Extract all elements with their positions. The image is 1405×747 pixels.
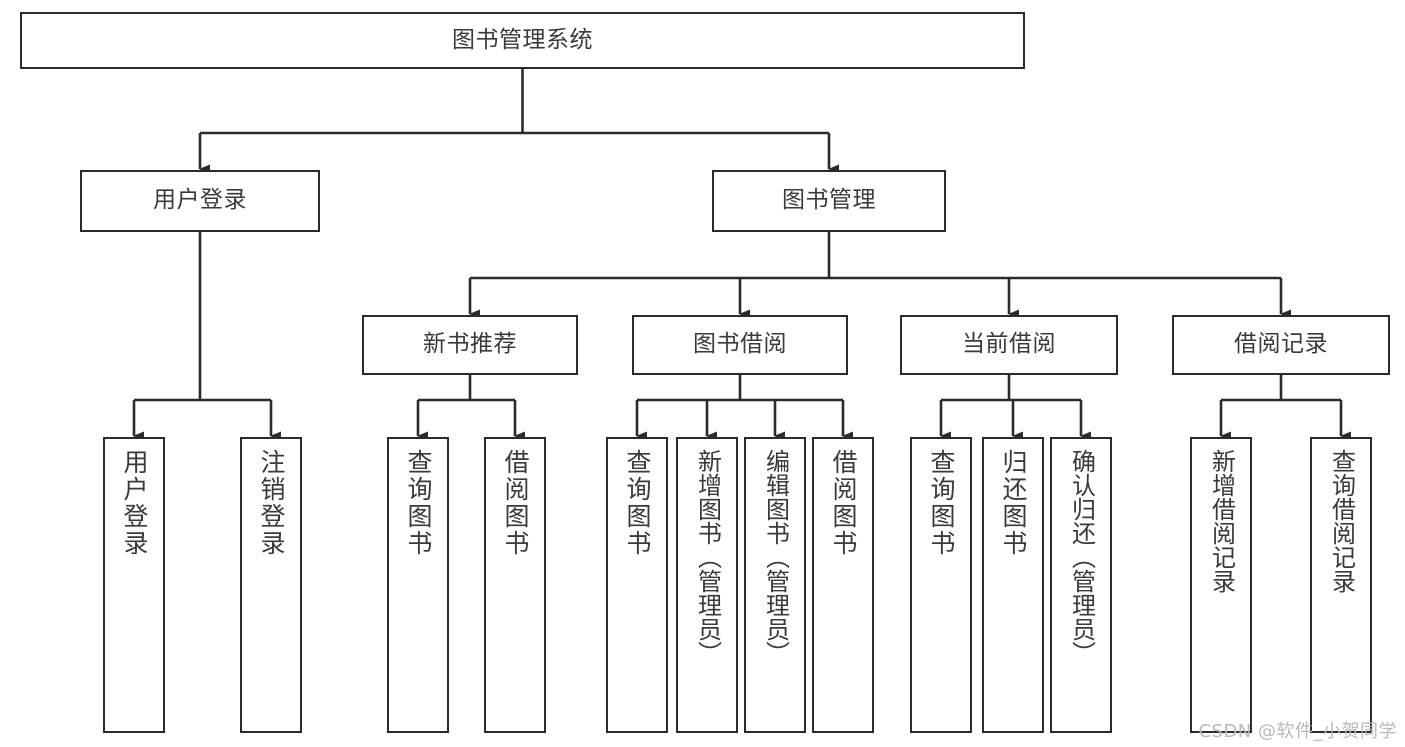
node-label: 查询图书 [404, 449, 433, 557]
node-newbook: 新书推荐 [362, 315, 578, 375]
node-borrow-4: 借阅图书 [812, 437, 874, 733]
node-records: 借阅记录 [1172, 315, 1390, 375]
node-borrow: 图书借阅 [632, 315, 848, 375]
node-current-3: 确认归还（管理员） [1050, 437, 1112, 733]
node-login: 用户登录 [80, 170, 320, 232]
node-current: 当前借阅 [900, 315, 1118, 375]
node-newbook-2: 借阅图书 [484, 437, 546, 733]
node-newbook-1: 查询图书 [387, 437, 449, 733]
node-label: 编辑图书（管理员） [761, 449, 790, 665]
node-root: 图书管理系统 [20, 12, 1025, 69]
node-borrow-1: 查询图书 [606, 437, 668, 733]
watermark: CSDN @软件_小贺同学 [1198, 721, 1397, 742]
node-label: 确认归还（管理员） [1067, 449, 1096, 665]
node-label: 用户登录 [153, 187, 247, 214]
node-label: 用户登录 [120, 449, 149, 557]
node-label: 图书借阅 [693, 331, 787, 358]
node-label: 图书管理系统 [452, 26, 593, 53]
node-label: 当前借阅 [962, 331, 1056, 358]
node-label: 借阅记录 [1234, 331, 1328, 358]
node-current-1: 查询图书 [910, 437, 972, 733]
node-current-2: 归还图书 [982, 437, 1044, 733]
node-bookmgmt: 图书管理 [712, 170, 946, 232]
node-label: 归还图书 [999, 449, 1028, 557]
node-label: 查询借阅记录 [1327, 449, 1356, 593]
node-label: 借阅图书 [501, 449, 530, 557]
node-borrow-2: 新增图书（管理员） [676, 437, 738, 733]
node-records-1: 新增借阅记录 [1190, 437, 1252, 733]
node-label: 新增图书（管理员） [693, 449, 722, 665]
node-label: 借阅图书 [829, 449, 858, 557]
node-label: 查询图书 [927, 449, 956, 557]
node-label: 新书推荐 [423, 331, 517, 358]
node-label: 查询图书 [623, 449, 652, 557]
node-login-2: 注销登录 [240, 437, 302, 733]
node-label: 图书管理 [782, 187, 876, 214]
node-login-1: 用户登录 [103, 437, 165, 733]
node-records-2: 查询借阅记录 [1310, 437, 1372, 733]
node-label: 注销登录 [257, 449, 286, 557]
node-label: 新增借阅记录 [1207, 449, 1236, 593]
node-borrow-3: 编辑图书（管理员） [744, 437, 806, 733]
